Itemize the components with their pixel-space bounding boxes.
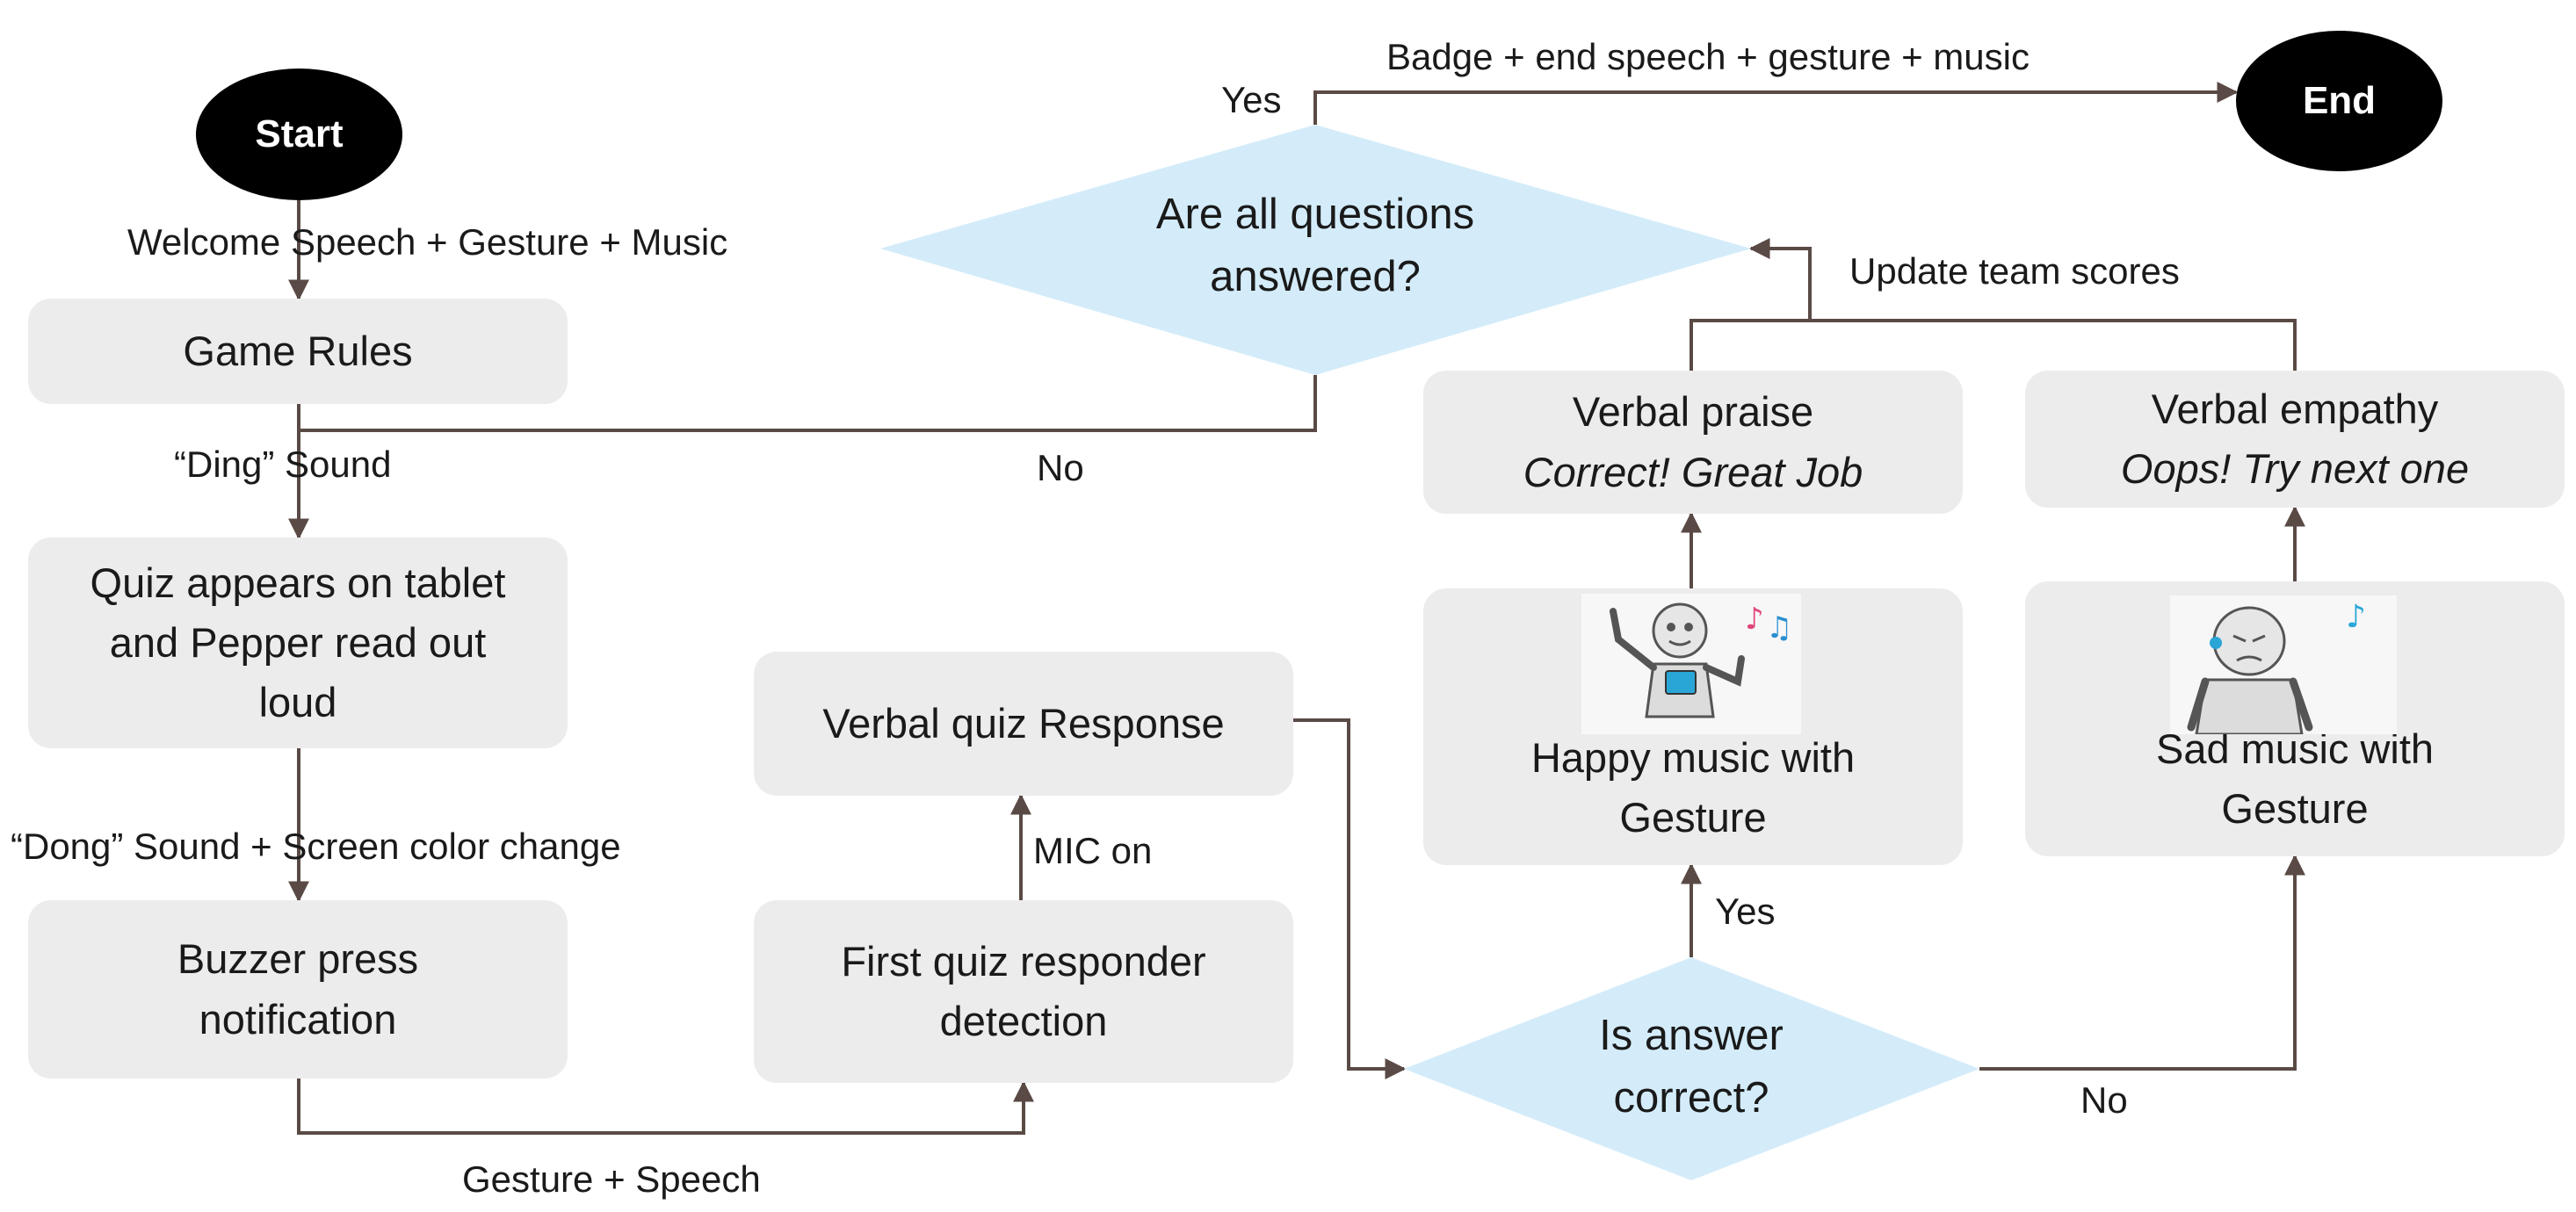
edge-label-welcome: Welcome Speech + Gesture + Music xyxy=(127,221,728,263)
edge-no-loop xyxy=(299,375,1317,432)
edge-label-yes-correct: Yes xyxy=(1715,891,1776,932)
svg-text:♪: ♪ xyxy=(1745,602,1764,637)
node-first-responder: First quiz responder detection xyxy=(754,900,1293,1083)
happy-robot-icon: ♪ ♫ xyxy=(1581,594,1801,734)
edge-buzzer-to-responder xyxy=(297,1079,1034,1135)
node-quiz-appears: Quiz appears on tablet and Pepper read o… xyxy=(28,537,568,748)
node-text: Happy music with xyxy=(1530,733,1856,781)
edge-label-gesture-speech: Gesture + Speech xyxy=(462,1158,761,1200)
node-text: Buzzer press xyxy=(177,935,419,983)
node-quote: Oops! Try next one xyxy=(2120,445,2470,492)
node-text: Quiz appears on tablet xyxy=(90,559,506,606)
node-text: detection xyxy=(939,998,1108,1044)
node-text: Gesture xyxy=(2221,784,2369,832)
edge-praise-up xyxy=(1690,319,2297,371)
svg-text:♪: ♪ xyxy=(2346,599,2366,635)
edge-yes-to-end xyxy=(1313,82,2239,125)
decision-line: correct? xyxy=(1613,1074,1769,1122)
start-label: Start xyxy=(255,112,344,155)
end-terminal: End xyxy=(2236,31,2442,171)
edge-label-mic-on: MIC on xyxy=(1033,830,1153,871)
node-text: Verbal praise xyxy=(1572,388,1814,436)
edge-label-dong: “Dong” Sound + Screen color change xyxy=(11,826,621,867)
node-text: Verbal empathy xyxy=(2151,385,2439,432)
node-text: and Pepper read out xyxy=(109,618,487,666)
node-text: notification xyxy=(199,995,397,1042)
node-text: Verbal quiz Response xyxy=(822,699,1225,747)
node-text: First quiz responder xyxy=(841,937,1206,985)
decision-line: Is answer xyxy=(1599,1011,1784,1059)
decision-line: Are all questions xyxy=(1155,190,1475,238)
decision-answer-correct-text: Is answer correct? xyxy=(1511,1001,1871,1133)
node-text: Gesture xyxy=(1619,793,1767,840)
edge-label-no-loop: No xyxy=(1037,447,1084,488)
edge-correct-no xyxy=(1979,854,2305,1071)
decision-answer-correct xyxy=(1404,957,1979,1180)
node-quote: Correct! Great Job xyxy=(1523,448,1863,495)
edge-label-badge: Badge + end speech + gesture + music xyxy=(1386,36,2030,77)
svg-text:♫: ♫ xyxy=(1766,610,1792,646)
edge-label-ding: “Ding” Sound xyxy=(174,444,392,485)
decision-line: answered? xyxy=(1210,253,1421,300)
node-game-rules: Game Rules xyxy=(28,299,568,404)
edge-scores-to-decision xyxy=(1748,238,1812,321)
decision-all-answered-text: Are all questions answered? xyxy=(1010,180,1620,312)
node-text: loud xyxy=(258,679,337,726)
start-terminal: Start xyxy=(196,69,402,200)
node-verbal-response: Verbal quiz Response xyxy=(754,652,1293,796)
decision-all-answered xyxy=(880,125,1751,375)
node-text: Game Rules xyxy=(183,327,413,374)
sad-robot-icon: ♪ xyxy=(2170,595,2397,736)
end-label: End xyxy=(2302,79,2377,122)
edge-label-yes-top: Yes xyxy=(1221,79,1282,120)
node-verbal-praise: Verbal praise Correct! Great Job xyxy=(1423,371,1963,514)
node-verbal-empathy: Verbal empathy Oops! Try next one xyxy=(2025,371,2565,508)
edge-label-no-correct: No xyxy=(2080,1079,2128,1121)
edge-label-update-scores: Update team scores xyxy=(1849,250,2180,292)
node-buzzer: Buzzer press notification xyxy=(28,900,568,1079)
edge-response-to-decision xyxy=(1292,718,1407,1079)
